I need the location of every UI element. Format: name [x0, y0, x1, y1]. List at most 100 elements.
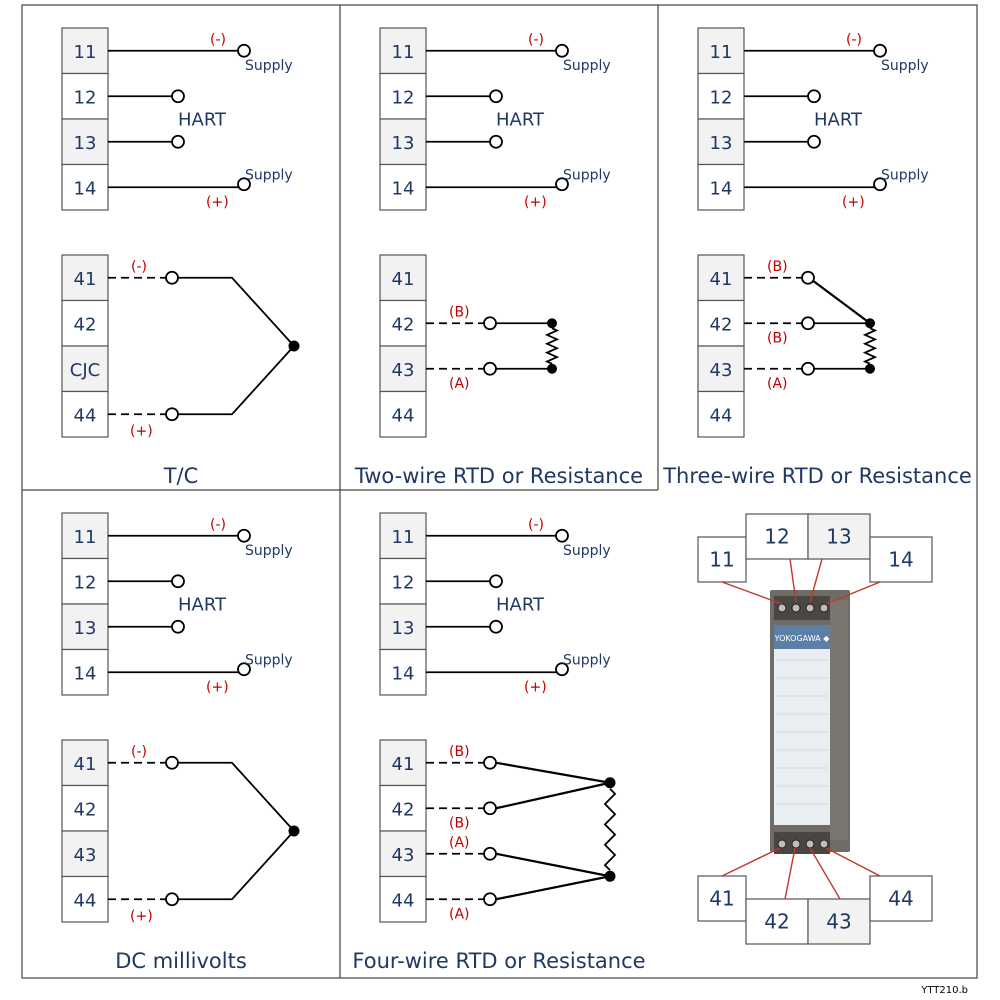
terminal-13-label: 13	[392, 618, 415, 639]
supply-pos-label: (+)	[524, 194, 547, 210]
device-top-box-12	[745, 513, 809, 560]
arrow-top-2	[789, 558, 797, 603]
rtd-wire-4	[495, 875, 611, 901]
terminal-11-label: 11	[74, 42, 97, 63]
device-bottom-label-41: 41	[709, 887, 734, 911]
rtd-a-label: (A)	[767, 376, 788, 392]
terminal-11-cell	[61, 512, 109, 560]
device-top-label-11: 11	[709, 548, 734, 572]
rtd-wire-2	[495, 781, 611, 810]
device-bottom-label-44: 44	[888, 887, 913, 911]
bottom-connector	[774, 832, 830, 854]
supply-pos-label: (+)	[206, 194, 229, 210]
module-brand-strip	[774, 625, 830, 649]
supply-neg-terminal	[555, 43, 569, 58]
rtd-terminal-a	[483, 361, 497, 376]
terminal-44-label: 44	[74, 890, 97, 911]
terminal-43-label: 43	[710, 360, 733, 381]
terminal-11-cell	[379, 27, 427, 75]
tc-pos-label: (+)	[130, 423, 153, 439]
terminal-44-cell	[61, 390, 109, 438]
device-top-label-13: 13	[826, 525, 851, 549]
rtd-label-4: (A)	[449, 906, 470, 922]
device-bottom-box-44	[869, 875, 933, 922]
rtd-terminal-a	[801, 361, 815, 376]
terminal-44-label: 44	[392, 405, 415, 426]
hart-terminal-1	[171, 89, 185, 104]
terminal-42-cell	[61, 299, 109, 347]
screw-bottom-1	[777, 839, 787, 849]
supply-neg-label: (-)	[528, 517, 544, 533]
supply-label-top: Supply	[563, 58, 611, 74]
rtd-terminal-3	[483, 846, 497, 861]
terminal-12-label: 12	[710, 87, 733, 108]
panel-title-tc: T/C	[163, 464, 199, 488]
terminal-41-cell	[379, 254, 427, 302]
terminal-41-label: 41	[74, 269, 97, 290]
hart-terminal-1	[489, 89, 503, 104]
supply-pos-label: (+)	[842, 194, 865, 210]
terminal-44-cell	[379, 875, 427, 923]
terminal-11-cell	[61, 27, 109, 75]
thermocouple-junction	[288, 825, 300, 837]
terminal-14-label: 14	[392, 663, 415, 684]
panel-mv: 1112131441424344(-)SupplyHARTSupply(+)(-…	[61, 512, 300, 973]
terminal-41-label: 41	[74, 754, 97, 775]
terminal-42-cell	[379, 784, 427, 832]
terminal-13-label: 13	[392, 133, 415, 154]
terminal-42-cell	[697, 299, 745, 347]
terminal-12-cell	[379, 72, 427, 120]
hart-terminal-1	[807, 89, 821, 104]
terminal-12-cell	[697, 72, 745, 120]
panel-title-rtd3: Three-wire RTD or Resistance	[662, 464, 972, 488]
terminal-42-cell	[379, 299, 427, 347]
terminal-42-label: 42	[392, 314, 415, 335]
tc-terminal-neg	[165, 755, 179, 770]
device-top-box-13	[807, 513, 871, 560]
rtd-resistor	[544, 327, 560, 365]
rtd-terminal-b	[483, 316, 497, 331]
terminal-43-label: 43	[74, 845, 97, 866]
supply-label-bottom: Supply	[245, 652, 293, 668]
terminal-13-cell	[61, 603, 109, 651]
terminal-12-label: 12	[392, 87, 415, 108]
screw-bottom-4	[819, 839, 829, 849]
thermocouple-leads	[178, 276, 296, 416]
panel-rtd3: 1112131441424344(-)SupplyHARTSupply(+)(B…	[662, 27, 972, 488]
rtd-b1-label: (B)	[767, 259, 788, 275]
tc-neg-label: (-)	[131, 744, 147, 760]
terminal-13-label: 13	[710, 133, 733, 154]
terminal-44-label: 44	[710, 405, 733, 426]
screw-top-3	[805, 603, 815, 613]
terminal-14-cell	[61, 163, 109, 211]
panel-title-rtd4: Four-wire RTD or Resistance	[352, 949, 645, 973]
panel-tc: 111213144142CJC44(-)SupplyHARTSupply(+)(…	[61, 27, 300, 488]
terminal-42-label: 42	[392, 799, 415, 820]
supply-pos-terminal	[555, 177, 569, 192]
rtd-terminal-1	[483, 755, 497, 770]
figure-code: YTT210.b	[920, 985, 968, 996]
terminal-14-label: 14	[392, 178, 415, 199]
terminal-14-cell	[379, 163, 427, 211]
terminal-41-cell	[697, 254, 745, 302]
arrow-bottom-3	[809, 847, 841, 900]
terminal-43-cell	[61, 830, 109, 878]
rtd-node-b	[865, 318, 875, 329]
rtd-wire-b1	[812, 279, 871, 325]
arrow-top-3	[809, 558, 823, 603]
tc-terminal-pos	[165, 407, 179, 422]
tc-neg-label: (-)	[131, 259, 147, 275]
supply-label-top: Supply	[245, 543, 293, 559]
tc-terminal-neg	[165, 270, 179, 285]
terminal-44-cell	[697, 390, 745, 438]
terminal-43-cell	[379, 830, 427, 878]
hart-terminal-2	[489, 134, 503, 149]
terminal-11-cell	[379, 512, 427, 560]
panel-title-mv: DC millivolts	[115, 949, 247, 973]
terminal-41-label: 41	[392, 269, 415, 290]
supply-pos-label: (+)	[206, 679, 229, 695]
rtd-b-label: (B)	[449, 304, 470, 320]
supply-label-bottom: Supply	[881, 167, 929, 183]
